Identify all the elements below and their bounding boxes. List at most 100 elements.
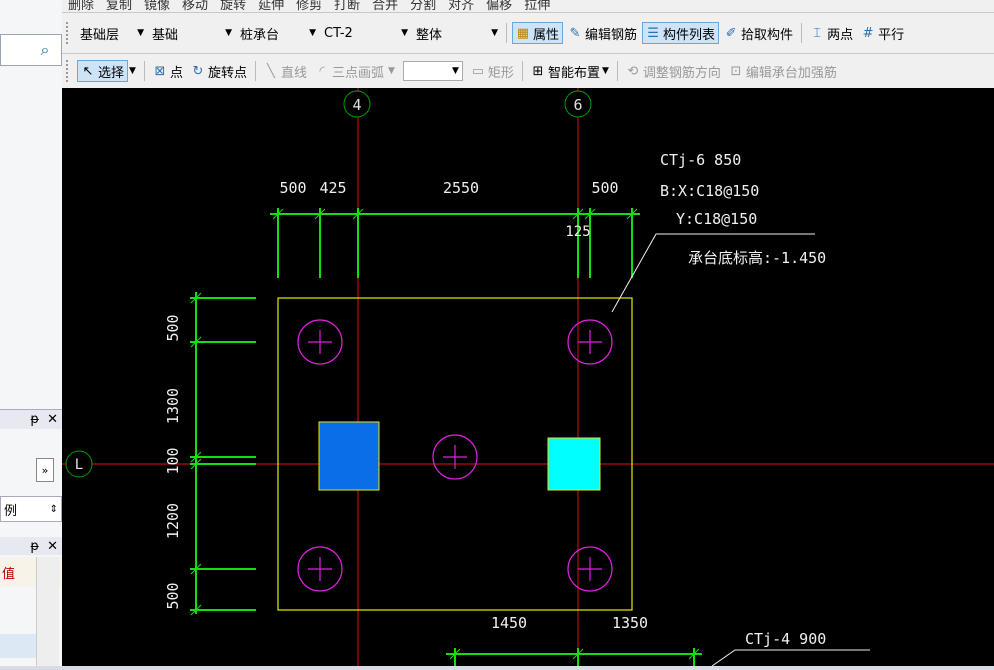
align-button[interactable]: 对齐	[448, 0, 475, 12]
dropdown-arrow-icon: ▼	[225, 28, 232, 38]
dim-top-500-a: 500	[279, 179, 306, 197]
point-button[interactable]: ⊠点	[154, 63, 183, 81]
dropdown-arrow-icon: ▼	[401, 28, 408, 38]
type-select[interactable]: 桩承台▼	[240, 27, 316, 43]
select-button[interactable]: ↖选择	[77, 60, 129, 82]
split-button[interactable]: 分割	[410, 0, 437, 12]
axis-label-L: L	[75, 457, 83, 473]
spinner-icon[interactable]: ⇕	[49, 503, 58, 515]
pile[interactable]	[567, 319, 613, 365]
extend-button[interactable]: 延伸	[258, 0, 285, 12]
smart-layout-button[interactable]: ⊞智能布置▼	[532, 63, 609, 81]
close-icon[interactable]: ✕	[47, 538, 58, 554]
axis-bubble-L[interactable]	[65, 450, 93, 478]
copy-button[interactable]: 复制	[106, 0, 133, 12]
mirror-button[interactable]: 镜像	[144, 0, 171, 12]
drawing-canvas[interactable]: 4 6 L	[62, 88, 994, 667]
cap-label-rebar-x: B:X:C18@150	[660, 182, 759, 200]
column-blue[interactable]	[318, 421, 380, 491]
pile[interactable]	[297, 319, 343, 365]
grid-row-selected[interactable]	[0, 634, 36, 658]
arc-mode-select[interactable]: ▼	[402, 61, 463, 81]
pile[interactable]	[567, 546, 613, 592]
panel-header-2: ᵽ ✕	[0, 537, 62, 555]
dim-top-500-b: 500	[591, 179, 618, 197]
line-button[interactable]: ╲直线	[261, 60, 310, 82]
expand-button[interactable]: »	[36, 458, 54, 482]
delete-button[interactable]: 删除	[68, 0, 95, 12]
edit-rebar-button[interactable]: ✎编辑钢筋	[569, 25, 638, 43]
cursor-icon: ↖	[82, 63, 94, 79]
component-select[interactable]: CT-2▼	[324, 25, 408, 41]
arc-icon: ◜	[319, 63, 325, 79]
cap-label-rebar-y: Y:C18@150	[676, 210, 757, 228]
offset-button[interactable]: 偏移	[486, 0, 513, 12]
adjust-icon: ⟲	[627, 63, 639, 79]
property-button[interactable]: ▦属性	[512, 22, 564, 44]
top-dimension-lines	[270, 208, 640, 278]
axis-bubble-4[interactable]	[343, 90, 371, 118]
category-select[interactable]: 基础▼	[152, 27, 232, 43]
rect-icon: ▭	[471, 63, 485, 79]
dropdown-arrow-icon: ▼	[137, 28, 144, 38]
pile[interactable]	[297, 546, 343, 592]
trim-button[interactable]: 修剪	[296, 0, 323, 12]
column-cyan[interactable]	[547, 437, 601, 491]
point-icon: ⊠	[154, 63, 166, 79]
toolbar-grip[interactable]	[66, 60, 72, 82]
edit-cap-rebar-button[interactable]: ⊡编辑承台加强筋	[730, 63, 837, 81]
dim-left-100: 100	[164, 447, 182, 474]
property-icon: ▦	[516, 25, 530, 41]
adjust-rebar-button[interactable]: ⟲调整钢筋方向	[627, 63, 721, 81]
pin-icon[interactable]: ᵽ	[30, 412, 40, 427]
parallel-button[interactable]: #平行	[862, 25, 905, 43]
dim-bottom-1350: 1350	[612, 614, 648, 632]
cad-drawing[interactable]: 4 6 L	[62, 88, 994, 667]
toolbar-grip[interactable]	[66, 22, 72, 44]
component-toolbar: 基础层▼ 基础▼ 桩承台▼ CT-2▼ 整体▼ ▦属性 ✎编辑钢筋 ☰构件列表 …	[62, 13, 994, 54]
panel-header-1: ᵽ ✕	[0, 409, 62, 429]
separator	[143, 61, 145, 81]
dropdown-arrow-icon: ▼	[452, 66, 459, 76]
close-icon[interactable]: ✕	[47, 412, 58, 427]
line-icon: ╲	[267, 63, 275, 79]
draw-toolbar: ↖选择 ▼ ⊠点 ↻旋转点 ╲直线 ◜三点画弧▼ ▼ ▭矩形 ⊞智能布置▼ ⟲调…	[62, 54, 994, 88]
cap2-label-leader	[711, 649, 870, 667]
two-points-icon: ⌶	[813, 25, 821, 41]
smart-layout-icon: ⊞	[532, 63, 544, 79]
move-button[interactable]: 移动	[182, 0, 209, 12]
rotate-icon: ↻	[192, 63, 204, 79]
dim-top-125: 125	[565, 224, 590, 240]
merge-button[interactable]: 合并	[372, 0, 399, 12]
dropdown-arrow-icon: ▼	[309, 28, 316, 38]
two-points-button[interactable]: ⌶两点	[807, 22, 856, 44]
arc-button[interactable]: ◜三点画弧▼	[312, 60, 398, 82]
edit-cap-icon: ⊡	[730, 63, 742, 79]
pick-component-button[interactable]: ✐拾取构件	[725, 25, 794, 43]
pin-icon[interactable]: ᵽ	[30, 538, 40, 554]
scrollbar[interactable]	[36, 557, 59, 666]
parallel-icon: #	[862, 25, 874, 41]
pile[interactable]	[432, 434, 478, 480]
rotate-button[interactable]: 旋转	[220, 0, 247, 12]
search-input[interactable]	[0, 34, 62, 66]
search-icon[interactable]: ⌕	[40, 40, 50, 59]
separator	[254, 61, 256, 81]
dropdown-arrow-icon[interactable]: ▼	[129, 66, 136, 76]
scope-select[interactable]: 整体▼	[416, 27, 498, 43]
axis-bubble-6[interactable]	[564, 90, 592, 118]
rotate-point-button[interactable]: ↻旋转点	[192, 63, 247, 81]
dim-bottom-1450: 1450	[491, 614, 527, 632]
rect-button[interactable]: ▭矩形	[471, 63, 514, 81]
separator	[801, 23, 803, 43]
dim-left-1300: 1300	[164, 388, 182, 424]
dim-left-500-b: 500	[164, 582, 182, 609]
pile-cap-outline[interactable]	[277, 297, 633, 611]
dropdown-arrow-icon: ▼	[601, 66, 609, 76]
stretch-button[interactable]: 拉伸	[524, 0, 551, 12]
component-list-button[interactable]: ☰构件列表	[642, 22, 720, 44]
break-button[interactable]: 打断	[334, 0, 361, 12]
legend-combo[interactable]: 例 ⇕	[0, 496, 62, 522]
cap-label-leader	[611, 233, 815, 313]
layer-select[interactable]: 基础层▼	[80, 27, 144, 43]
